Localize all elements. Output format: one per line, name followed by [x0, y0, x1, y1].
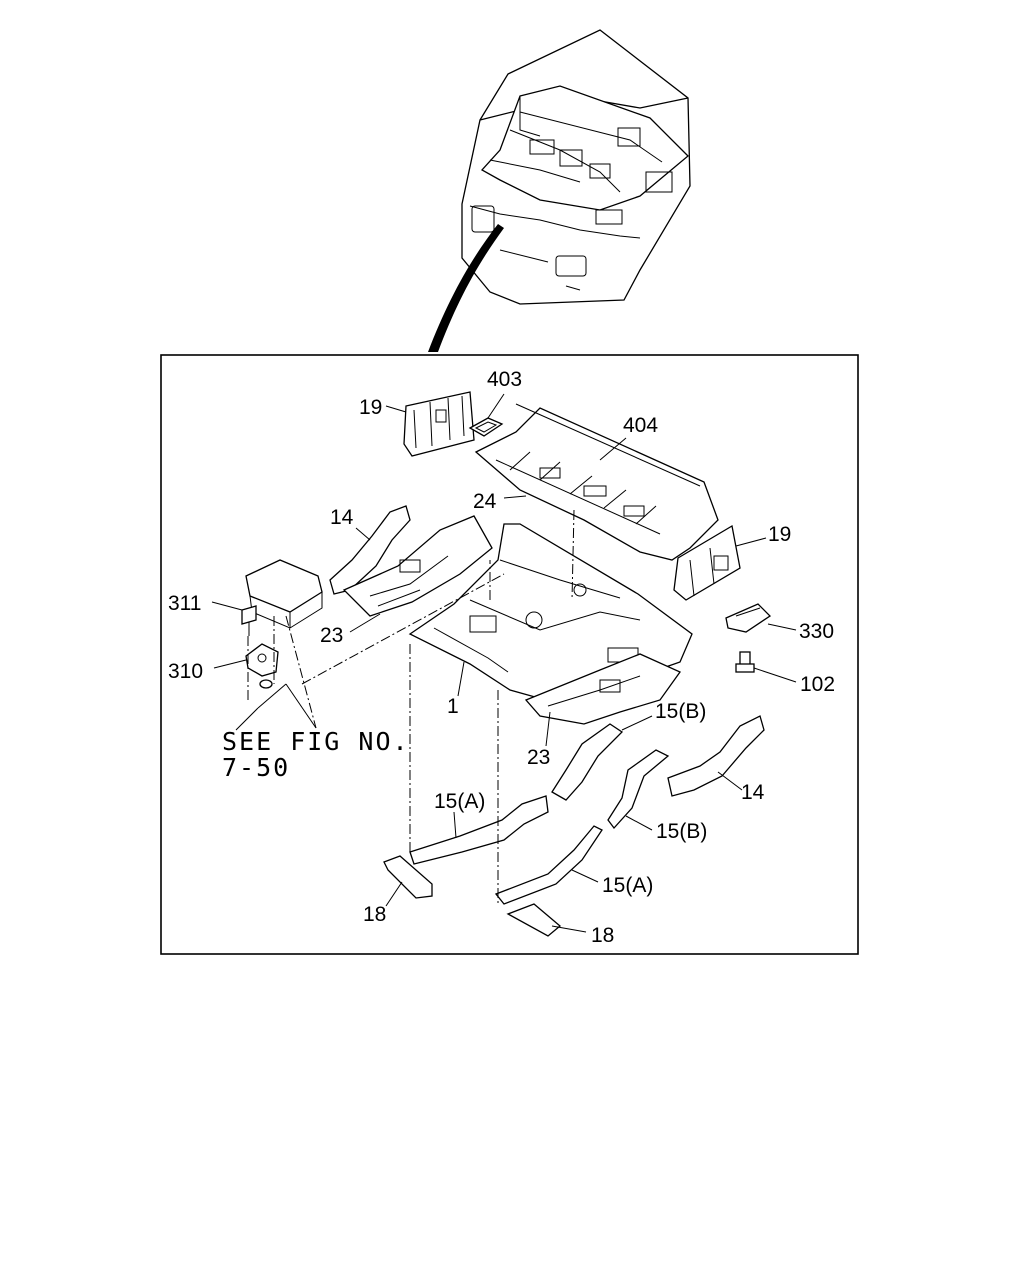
callout-1: 1 — [447, 695, 459, 718]
callout-23-left: 23 — [320, 624, 343, 647]
part-23-right — [524, 653, 681, 725]
part-330 — [725, 603, 772, 633]
callout-15a-right: 15(A) — [602, 874, 653, 897]
callout-311: 311 — [168, 592, 201, 615]
callout-330: 330 — [799, 620, 834, 643]
callout-19-left: 19 — [359, 396, 382, 419]
part-19-left — [403, 391, 475, 457]
cab-overview-illustration — [428, 29, 691, 352]
callout-18-left: 18 — [363, 903, 386, 926]
callout-18-right: 18 — [591, 924, 614, 947]
callout-310: 310 — [168, 660, 203, 683]
part-15b-top — [551, 723, 624, 801]
part-14-right — [667, 715, 765, 797]
part-310-bracket — [245, 643, 279, 689]
part-18-right — [506, 903, 562, 937]
callout-labels: 403 19 404 24 14 19 311 23 330 310 102 1… — [168, 368, 835, 947]
part-23-left — [342, 515, 493, 617]
part-15a-right — [494, 825, 603, 905]
detail-frame — [160, 354, 859, 955]
callout-19-right: 19 — [768, 523, 791, 546]
callout-14-right: 14 — [741, 781, 765, 804]
callout-15b-top: 15(B) — [655, 700, 706, 723]
part-403 — [468, 417, 504, 437]
callout-24: 24 — [473, 490, 497, 513]
assembly-lines — [247, 509, 575, 904]
callout-14-left: 14 — [330, 506, 354, 529]
part-404-rear-floor — [474, 403, 719, 561]
part-15a-left — [409, 795, 549, 865]
part-19-right — [673, 524, 741, 601]
part-15b-right — [607, 749, 670, 830]
see-fig-line-2: 7-50 — [222, 753, 290, 782]
callout-23-right: 23 — [527, 746, 550, 769]
callout-102: 102 — [800, 673, 835, 696]
callout-404: 404 — [623, 414, 658, 437]
callout-15a-left: 15(A) — [434, 790, 485, 813]
part-311-bracket — [241, 559, 323, 636]
part-18-left — [383, 855, 433, 899]
part-1-main-floor — [408, 523, 693, 705]
callout-403: 403 — [487, 368, 522, 391]
part-102-bolt — [735, 651, 755, 673]
see-figure-reference: SEE FIG NO. 7-50 — [222, 727, 410, 782]
callout-15b-right: 15(B) — [656, 820, 707, 843]
see-fig-line-1: SEE FIG NO. — [222, 727, 410, 756]
leader-lines — [211, 393, 797, 933]
